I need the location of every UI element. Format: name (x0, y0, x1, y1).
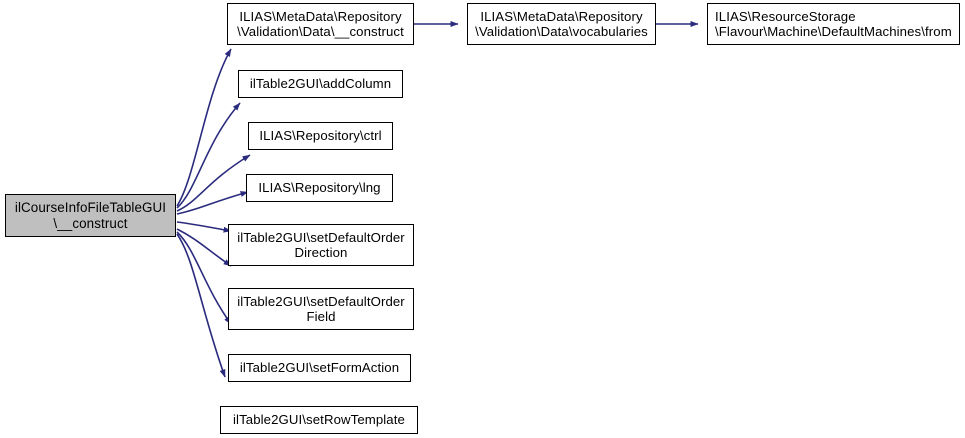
graph-node-setformaction[interactable]: ilTable2GUI\setFormAction (228, 354, 411, 382)
graph-node-setrowtemplate[interactable]: ilTable2GUI\setRowTemplate (220, 406, 418, 434)
graph-node-defaultmachines-from[interactable]: ILIAS\ResourceStorage \Flavour\Machine\D… (707, 3, 960, 45)
graph-node-vocabularies[interactable]: ILIAS\MetaData\Repository \Validation\Da… (467, 3, 656, 45)
graph-node-setdefaultorderdirection[interactable]: ilTable2GUI\setDefaultOrder Direction (228, 224, 414, 266)
graph-edge-root-to-n5 (176, 221, 232, 233)
graph-node-repository-ctrl[interactable]: ILIAS\Repository\ctrl (248, 122, 393, 150)
graph-edge-root-to-n3 (176, 154, 251, 212)
graph-node-addcolumn[interactable]: ilTable2GUI\addColumn (238, 70, 403, 98)
graph-edge-root-to-n6 (176, 228, 232, 267)
graph-edge-root-to-n1 (176, 48, 232, 207)
graph-node-root[interactable]: ilCourseInfoFileTableGUI \__construct (5, 194, 176, 237)
graph-node-repository-lng[interactable]: ILIAS\Repository\lng (246, 174, 393, 202)
graph-edge-root-to-n4 (176, 191, 249, 215)
graph-edge-root-to-n8 (176, 233, 226, 378)
graph-edge-root-to-n7 (176, 231, 232, 325)
graph-node-metadata-construct[interactable]: ILIAS\MetaData\Repository \Validation\Da… (227, 3, 414, 45)
graph-node-setdefaultorderfield[interactable]: ilTable2GUI\setDefaultOrder Field (228, 288, 414, 330)
graph-edge-root-to-n2 (176, 102, 241, 209)
